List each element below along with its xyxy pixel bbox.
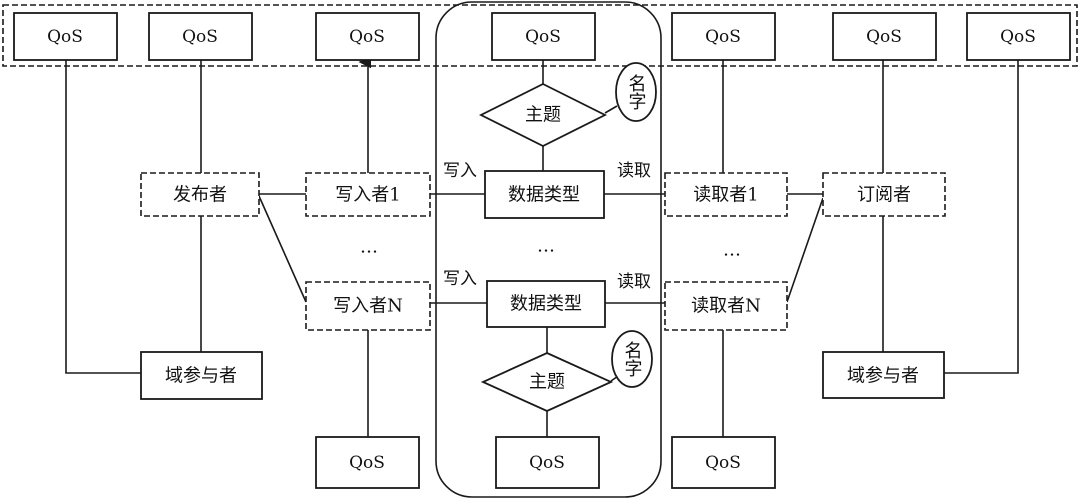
readerN-box: [664, 281, 788, 331]
qos-band: [2, 4, 1078, 67]
qos-box-6: [832, 12, 937, 61]
qos-label-3: QoS: [349, 27, 385, 47]
domain-participant-right-label: 域参与者: [847, 366, 919, 387]
name-labels: 名字 名字: [622, 74, 647, 377]
qos-label-8: QoS: [349, 453, 385, 473]
topic-bottom-diamond: [480, 352, 614, 412]
write-label-bottom: 写入: [443, 269, 477, 289]
ellipsis-middle: …: [537, 236, 555, 257]
qos-box-5: [671, 12, 776, 61]
name-bottom-oval: [611, 330, 653, 388]
line-publisher-writerN: [258, 195, 307, 303]
ellipsis-left: …: [360, 237, 378, 258]
qos-label-2: QoS: [182, 27, 218, 47]
reader1-label: 读取者1: [693, 185, 758, 206]
qos-labels: QoS QoS QoS QoS QoS QoS QoS QoS QoS QoS: [47, 27, 1036, 473]
qos-label-4: QoS: [525, 27, 561, 47]
domain-participant-right-box: [822, 351, 945, 399]
domain-participant-left-label: 域参与者: [165, 366, 237, 387]
qos-label-7: QoS: [1000, 27, 1036, 47]
domain-participant-left-box: [140, 351, 263, 400]
writer1-label: 写入者1: [335, 185, 400, 206]
topic-bottom-label: 主题: [529, 372, 565, 393]
topic-container: [435, 1, 662, 498]
read-label-bottom: 读取: [617, 272, 651, 292]
line-name-topic-top: [604, 105, 618, 114]
name-bottom-label: 名字: [622, 341, 643, 377]
name-top-label: 名字: [626, 74, 647, 110]
qos-boxes-top: [13, 12, 1071, 61]
writer1-box: [305, 172, 431, 217]
publisher-box: [140, 172, 260, 217]
ellipsis-right: …: [723, 240, 741, 261]
qos-label-1: QoS: [47, 27, 83, 47]
qos-box-8: [315, 436, 420, 489]
subscriber-box: [822, 172, 946, 217]
connector-lines: [2, 4, 1078, 437]
topic-top-label: 主题: [525, 105, 561, 126]
name-top-oval: [615, 62, 657, 122]
read-label-top: 读取: [617, 161, 651, 181]
data-type-top-label: 数据类型: [508, 185, 580, 206]
qos-box-10: [671, 436, 776, 489]
entity-boxes-dashed: [140, 172, 946, 331]
qos-label-6: QoS: [866, 27, 902, 47]
name-ovals: [611, 62, 657, 388]
edge-labels: 写入 写入 读取 读取: [443, 161, 651, 292]
subscriber-label: 订阅者: [857, 185, 911, 206]
data-type-top-box: [484, 170, 605, 219]
solid-boxes: [140, 170, 945, 400]
qos-box-9: [495, 436, 600, 489]
writerN-label: 写入者N: [333, 296, 403, 317]
write-label-top: 写入: [443, 161, 477, 181]
publisher-label: 发布者: [173, 185, 227, 206]
ellipsis-labels: … … …: [360, 236, 741, 261]
qos-label-5: QoS: [705, 27, 741, 47]
line-readerN-subscriber: [786, 197, 824, 303]
data-type-bottom-label: 数据类型: [510, 294, 582, 315]
writerN-box: [305, 281, 431, 331]
qos-label-10: QoS: [705, 453, 741, 473]
line-qos7-domain-right: [944, 60, 1019, 374]
node-labels: 发布者 写入者1 写入者N 读取者1 读取者N 订阅者 数据类型 数据类型 域参…: [165, 105, 919, 393]
reader1-box: [664, 172, 788, 217]
readerN-label: 读取者N: [691, 296, 761, 317]
qos-box-3: [315, 12, 420, 61]
qos-box-2: [148, 12, 253, 61]
qos-box-1: [13, 12, 118, 61]
topic-diamonds: [478, 82, 614, 412]
qos-boxes-bottom: [315, 436, 776, 489]
qos-box-7: [966, 12, 1071, 61]
qos-label-9: QoS: [529, 453, 565, 473]
qos-box-4: [491, 12, 596, 61]
line-qos1-domain-left: [65, 60, 141, 374]
topic-top-diamond: [478, 82, 608, 148]
data-type-bottom-box: [486, 280, 606, 328]
